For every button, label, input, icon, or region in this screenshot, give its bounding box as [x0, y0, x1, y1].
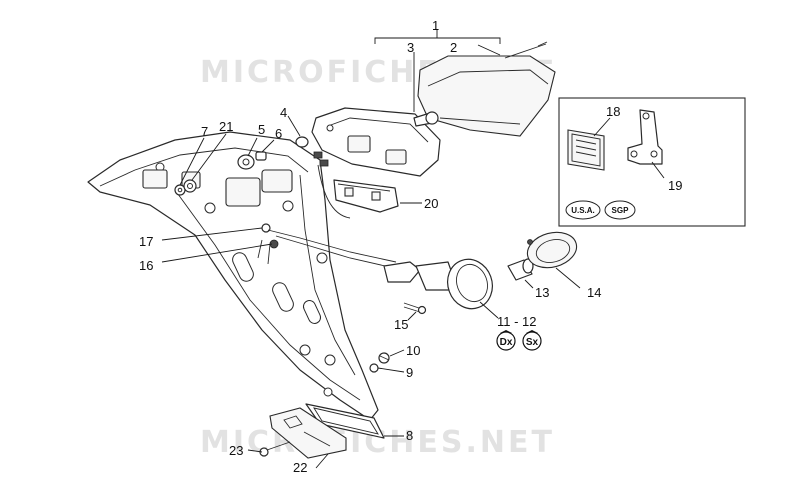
bulb-13 [507, 258, 534, 281]
callout-13: 13 [535, 285, 549, 300]
grommet-5 [237, 154, 255, 170]
fender-bracket [87, 131, 379, 421]
badge-sgp [604, 200, 636, 220]
sx-marker-label: Sx [526, 337, 539, 348]
spacer-4 [295, 136, 309, 148]
dx-marker [496, 331, 516, 351]
callout-labels: 1 2 3 4 5 6 7 21 17 16 20 13 14 15 11 - … [139, 18, 682, 475]
dx-marker-label: Dx [500, 337, 513, 348]
callout-2: 2 [450, 40, 457, 55]
badge-sgp-label: SGP [612, 206, 630, 215]
callout-8: 8 [406, 428, 413, 443]
callout-4: 4 [280, 105, 287, 120]
turn-indicator [383, 258, 493, 310]
side-markers: Dx Sx [496, 330, 542, 351]
badge-usa-label: U.S.A. [571, 206, 595, 215]
callout-9: 9 [406, 365, 413, 380]
callout-16: 16 [139, 258, 153, 273]
badge-usa [565, 200, 601, 220]
callout-20: 20 [424, 196, 438, 211]
callout-21: 21 [219, 119, 233, 134]
sx-marker [522, 331, 542, 351]
indicator-lens-14 [526, 231, 578, 269]
washer-9 [369, 363, 379, 373]
callout-5: 5 [258, 122, 265, 137]
callout-1: 1 [432, 18, 439, 33]
turn-indicator-harness [257, 229, 397, 269]
callout-15: 15 [394, 317, 408, 332]
tail-light-lens [417, 41, 556, 137]
reflector-8 [305, 403, 385, 439]
callout-17: 17 [139, 234, 153, 249]
tail-light-housing [311, 107, 441, 177]
nut-21 [183, 179, 197, 193]
screw-3 [413, 111, 439, 127]
screw-10 [378, 352, 390, 364]
callout-6: 6 [275, 126, 282, 141]
bushing-6 [255, 151, 267, 161]
plate-light [313, 151, 399, 219]
callout-14: 14 [587, 285, 601, 300]
leader-lines [161, 30, 665, 469]
callout-11-12: 11 - 12 [497, 314, 537, 329]
callout-23: 23 [229, 443, 243, 458]
callout-18: 18 [606, 104, 620, 119]
washer-17 [261, 223, 271, 233]
screw-15 [403, 302, 427, 315]
callout-19: 19 [668, 178, 682, 193]
callout-10: 10 [406, 343, 420, 358]
callout-7: 7 [201, 124, 208, 139]
callout-3: 3 [407, 40, 414, 55]
callout-22: 22 [293, 460, 307, 475]
reflector-bracket-22 [269, 407, 347, 459]
